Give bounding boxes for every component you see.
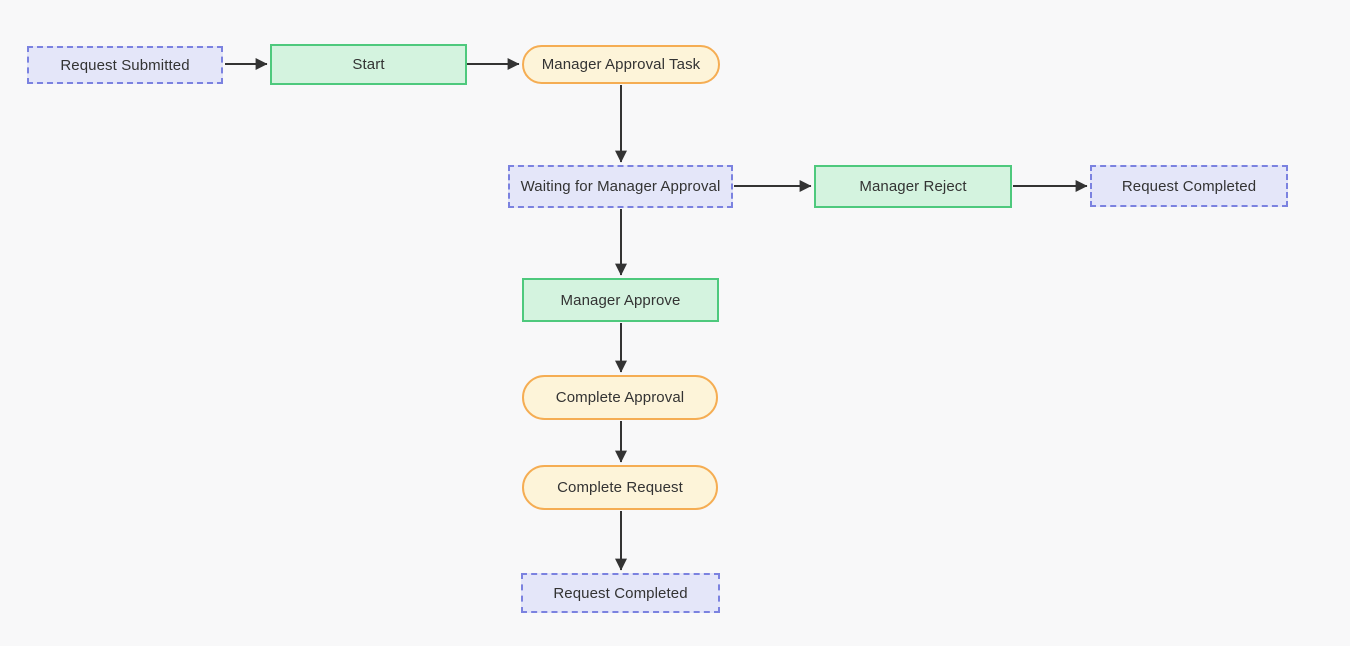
- node-label: Complete Request: [557, 479, 683, 496]
- node-label: Complete Approval: [555, 389, 685, 406]
- node-manager-reject[interactable]: Manager Reject: [814, 165, 1012, 208]
- node-request-submitted[interactable]: Request Submitted: [27, 46, 223, 84]
- node-complete-approval[interactable]: Complete Approval: [522, 375, 718, 420]
- node-start[interactable]: Start: [270, 44, 467, 85]
- node-label: Manager Approve: [560, 291, 681, 309]
- node-label: Manager Approval Task: [541, 56, 701, 73]
- node-complete-request[interactable]: Complete Request: [522, 465, 718, 510]
- node-label: Request Completed: [1121, 177, 1257, 195]
- node-manager-approve[interactable]: Manager Approve: [522, 278, 719, 322]
- node-label: Manager Reject: [859, 178, 967, 195]
- node-manager-approval-task[interactable]: Manager Approval Task: [522, 45, 720, 84]
- node-label: Request Completed: [553, 584, 688, 602]
- node-request-completed-final[interactable]: Request Completed: [521, 573, 720, 613]
- node-label: Request Submitted: [60, 56, 190, 74]
- node-request-completed-reject[interactable]: Request Completed: [1090, 165, 1288, 207]
- node-label: Waiting for Manager Approval: [520, 178, 721, 195]
- node-waiting-for-manager-approval[interactable]: Waiting for Manager Approval: [508, 165, 733, 208]
- node-label: Start: [352, 56, 385, 73]
